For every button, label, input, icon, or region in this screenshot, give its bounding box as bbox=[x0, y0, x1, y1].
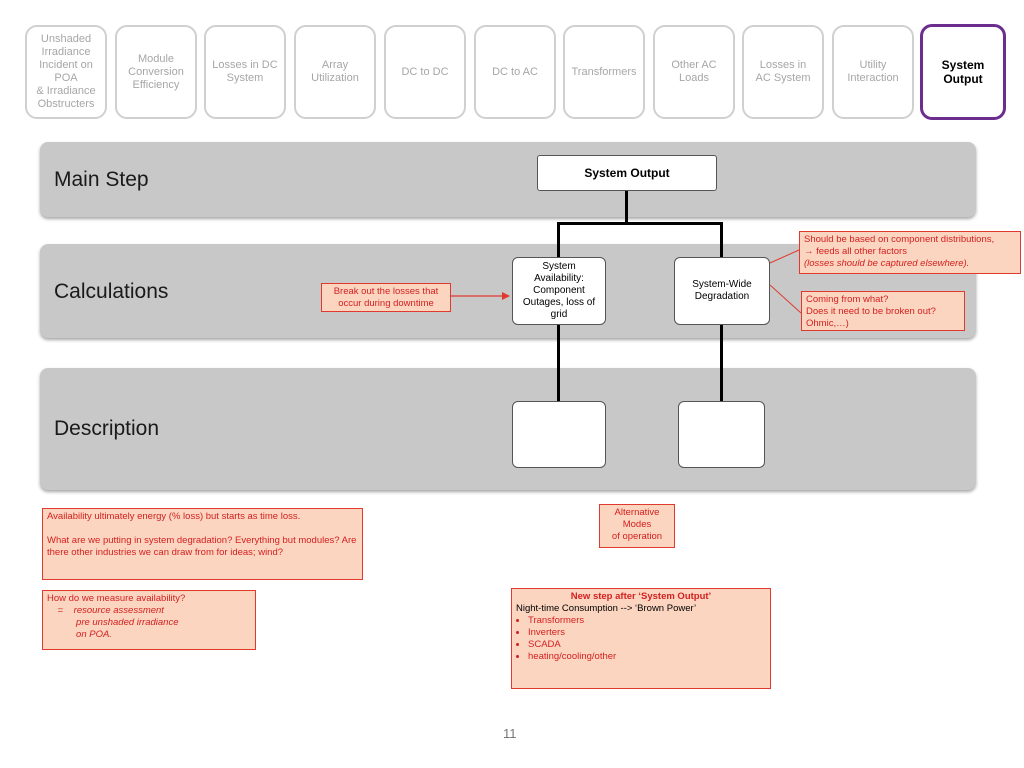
tab-system-output[interactable]: System Output bbox=[920, 24, 1006, 120]
tab-label: DC to AC bbox=[492, 65, 538, 78]
coming-from-note: Coming from what? Does it need to be bro… bbox=[801, 291, 965, 331]
note-line: How do we measure availability? bbox=[47, 593, 186, 604]
note-subtitle: Night-time Consumption --> ‘Brown Power’ bbox=[516, 603, 697, 614]
note-text: Coming from what? Does it need to be bro… bbox=[806, 294, 936, 329]
tab-label: System Output bbox=[941, 58, 985, 86]
system-wide-degradation-node[interactable]: System-Wide Degradation bbox=[674, 257, 770, 325]
list-item: SCADA bbox=[528, 639, 766, 651]
connector-right-down bbox=[720, 222, 723, 258]
tab-label: Other AC Loads bbox=[671, 59, 717, 84]
tab-losses-in-dc-system[interactable]: Losses in DC System bbox=[204, 25, 286, 119]
tab-label: Module Conversion Efficiency bbox=[128, 52, 184, 91]
measure-availability-note: How do we measure availability? = resour… bbox=[42, 590, 256, 650]
note-line: = resource assessment pre unshaded irrad… bbox=[57, 605, 179, 640]
connector-horizontal bbox=[557, 222, 723, 225]
node-label: System Output bbox=[584, 166, 670, 180]
description-band bbox=[40, 368, 976, 490]
availability-description-node[interactable] bbox=[512, 401, 606, 468]
note-line: (losses should be captured elsewhere). bbox=[804, 258, 970, 269]
tab-label: Losses in AC System bbox=[755, 59, 811, 84]
tab-label: Utility Interaction bbox=[847, 59, 899, 84]
connector-left-down bbox=[557, 222, 560, 258]
note-text: Alternative Modes of operation bbox=[611, 507, 663, 542]
list-item: heating/cooling/other bbox=[528, 651, 766, 663]
description-label: Description bbox=[54, 417, 160, 440]
note-line: Should be based on component distributio… bbox=[804, 234, 995, 245]
system-availability-node[interactable]: System Availability: Component Outages, … bbox=[512, 257, 606, 325]
note-line: What are we putting in system degradatio… bbox=[47, 535, 357, 558]
availability-note: Availability ultimately energy (% loss) … bbox=[42, 508, 363, 580]
tab-label: Transformers bbox=[571, 65, 637, 78]
page-number: 11 bbox=[503, 726, 517, 741]
alternative-modes-note: Alternative Modes of operation bbox=[599, 504, 675, 548]
degradation-description-node[interactable] bbox=[678, 401, 765, 468]
tab-dc-to-dc[interactable]: DC to DC bbox=[384, 25, 466, 119]
tab-utility-interaction[interactable]: Utility Interaction bbox=[832, 25, 914, 119]
system-output-node[interactable]: System Output bbox=[537, 155, 717, 191]
tab-label: Losses in DC System bbox=[212, 59, 278, 84]
tab-unshaded-irradiance[interactable]: Unshaded Irradiance Incident on POA & Ir… bbox=[25, 25, 107, 119]
connector-main-trunk bbox=[625, 190, 628, 224]
node-label: System Availability: Component Outages, … bbox=[522, 261, 596, 320]
tab-losses-in-ac-system[interactable]: Losses in AC System bbox=[742, 25, 824, 119]
connector-degradation-description bbox=[720, 323, 723, 403]
node-label: System-Wide Degradation bbox=[692, 279, 752, 302]
new-step-note: New step after ‘System Output’ Night-tim… bbox=[511, 588, 771, 689]
note-title: New step after ‘System Output’ bbox=[570, 591, 712, 602]
list-item: Inverters bbox=[528, 627, 766, 639]
new-step-list: Transformers Inverters SCADA heating/coo… bbox=[516, 615, 766, 663]
note-text: Break out the losses that occur during d… bbox=[333, 286, 439, 309]
connector-availability-description bbox=[557, 324, 560, 402]
breakout-losses-note: Break out the losses that occur during d… bbox=[321, 283, 451, 312]
main-step-band bbox=[40, 142, 976, 217]
tab-transformers[interactable]: Transformers bbox=[563, 25, 645, 119]
component-distributions-note: Should be based on component distributio… bbox=[799, 231, 1021, 274]
tab-dc-to-ac[interactable]: DC to AC bbox=[474, 25, 556, 119]
calculations-label: Calculations bbox=[54, 280, 169, 303]
tab-array-utilization[interactable]: Array Utilization bbox=[294, 25, 376, 119]
note-line: Availability ultimately energy (% loss) … bbox=[47, 511, 301, 522]
tab-label: DC to DC bbox=[401, 65, 449, 78]
tab-label: Array Utilization bbox=[311, 59, 359, 84]
tab-module-conversion-efficiency[interactable]: Module Conversion Efficiency bbox=[115, 25, 197, 119]
main-step-label: Main Step bbox=[54, 168, 149, 191]
list-item: Transformers bbox=[528, 615, 766, 627]
tab-label: Unshaded Irradiance Incident on POA & Ir… bbox=[36, 33, 96, 110]
note-line: → feeds all other factors bbox=[804, 246, 907, 257]
tab-other-ac-loads[interactable]: Other AC Loads bbox=[653, 25, 735, 119]
